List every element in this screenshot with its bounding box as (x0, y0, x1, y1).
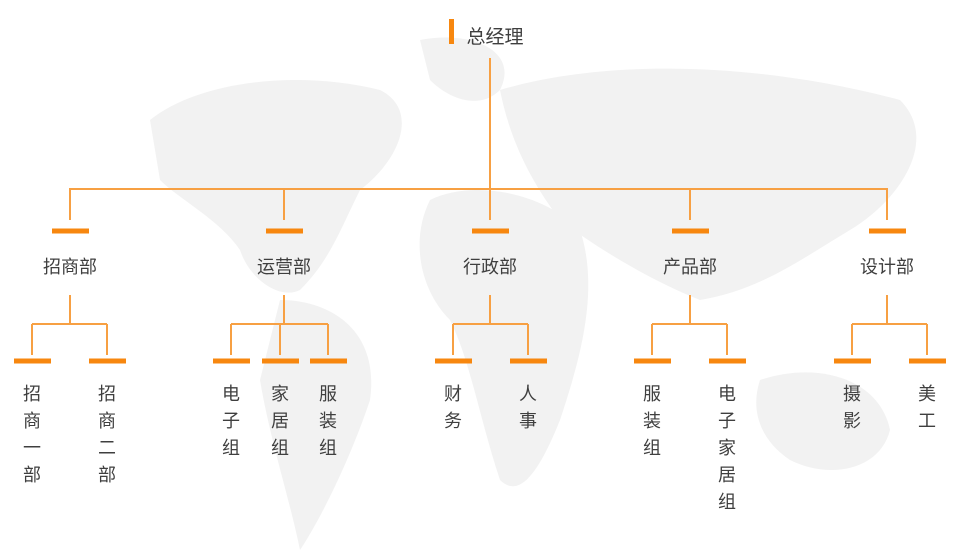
department-label: 设计部 (860, 257, 914, 278)
sub-team-label: 财务 (444, 384, 462, 432)
department-label: 产品部 (663, 257, 717, 278)
sub-team-label: 人事 (519, 384, 537, 432)
sub-team-label: 招商一部 (23, 384, 41, 486)
department-label: 运营部 (257, 257, 311, 278)
sub-team-label: 服装组 (319, 384, 337, 459)
sub-team-label: 招商二部 (98, 384, 116, 486)
sub-team-label: 美工 (918, 384, 936, 432)
department-label: 行政部 (463, 257, 517, 278)
sub-team-label: 摄影 (843, 384, 861, 432)
sub-team-label: 服装组 (643, 384, 661, 459)
sub-team-label: 家居组 (271, 384, 289, 459)
root-label: 总经理 (466, 26, 524, 48)
root-marker (449, 19, 454, 44)
department-label: 招商部 (43, 257, 97, 278)
sub-team-label: 电子家居组 (718, 384, 736, 513)
sub-team-label: 电子组 (222, 384, 240, 459)
